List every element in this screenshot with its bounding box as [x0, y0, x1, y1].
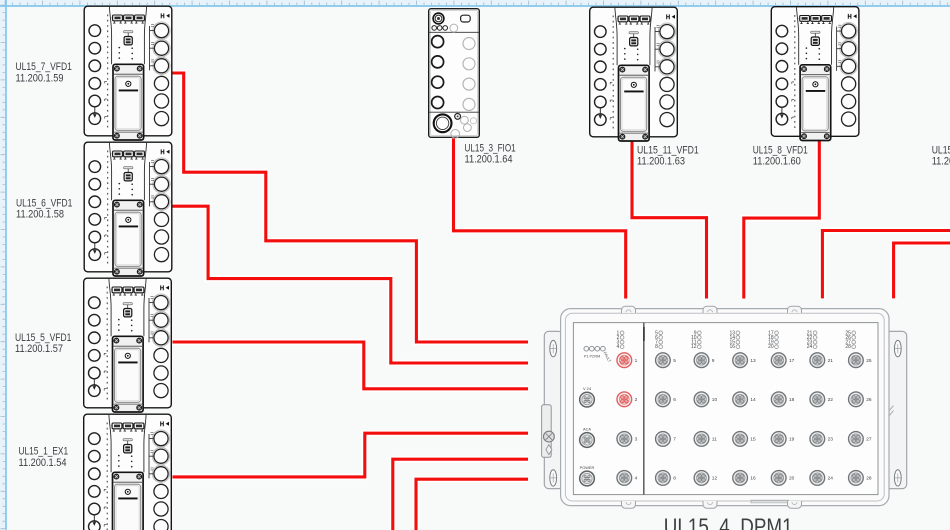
- svg-text:24: 24: [828, 476, 834, 482]
- svg-text:1: 1: [635, 358, 638, 364]
- svg-text:UL15_10_VFD1: UL15_10_VFD1: [932, 144, 950, 156]
- svg-text:3: 3: [617, 340, 620, 346]
- svg-text:16: 16: [750, 476, 756, 482]
- svg-text:17: 17: [768, 330, 774, 336]
- svg-text:25: 25: [845, 330, 851, 336]
- svg-text:11.200.1.58: 11.200.1.58: [16, 209, 64, 221]
- svg-text:25: 25: [866, 358, 872, 364]
- svg-text:11: 11: [712, 437, 717, 443]
- svg-text:FAULT: FAULT: [603, 351, 612, 363]
- svg-text:27: 27: [845, 340, 851, 346]
- svg-text:26: 26: [866, 397, 872, 403]
- svg-text:2: 2: [617, 335, 620, 341]
- svg-text:26: 26: [845, 335, 851, 341]
- svg-text:18: 18: [789, 397, 795, 403]
- svg-text:23: 23: [807, 340, 813, 346]
- svg-text:UL15_4_DPM1: UL15_4_DPM1: [664, 514, 793, 530]
- svg-text:UL15_5_VFD1: UL15_5_VFD1: [15, 332, 71, 344]
- svg-text:4: 4: [635, 476, 638, 482]
- svg-text:11.200.1.57: 11.200.1.57: [15, 343, 63, 355]
- svg-text:15: 15: [750, 437, 756, 443]
- svg-text:13: 13: [750, 358, 756, 364]
- svg-text:27: 27: [866, 437, 872, 443]
- svg-text:22: 22: [828, 397, 834, 403]
- svg-text:UL15_11_VFD1: UL15_11_VFD1: [637, 144, 699, 156]
- svg-text:11.200.1.54: 11.200.1.54: [19, 457, 67, 469]
- svg-text:11.200.1.63: 11.200.1.63: [637, 156, 685, 168]
- svg-text:UL15_7_VFD1: UL15_7_VFD1: [16, 61, 72, 73]
- svg-text:12: 12: [712, 476, 718, 482]
- svg-text:9: 9: [712, 358, 715, 364]
- svg-text:28: 28: [866, 476, 872, 482]
- svg-text:UL15_6_VFD1: UL15_6_VFD1: [16, 197, 72, 209]
- svg-text:14: 14: [730, 335, 736, 341]
- svg-text:20: 20: [768, 344, 774, 350]
- svg-text:11.200.1.64: 11.200.1.64: [465, 154, 513, 166]
- svg-text:3: 3: [635, 437, 638, 443]
- svg-text:14: 14: [750, 397, 756, 403]
- svg-text:23: 23: [828, 437, 834, 443]
- svg-text:8: 8: [673, 476, 676, 482]
- svg-text:5: 5: [655, 330, 658, 336]
- svg-text:6: 6: [673, 397, 676, 403]
- svg-text:21: 21: [807, 330, 813, 336]
- svg-text:V 24: V 24: [583, 386, 592, 391]
- svg-text:5: 5: [673, 358, 676, 364]
- svg-text:21: 21: [828, 358, 834, 364]
- svg-text:6: 6: [655, 335, 658, 341]
- svg-text:19: 19: [768, 340, 774, 346]
- svg-text:UL15_3_FIO1: UL15_3_FIO1: [465, 142, 516, 154]
- svg-text:UL15_8_VFD1: UL15_8_VFD1: [753, 144, 808, 156]
- svg-text:UL15_1_EX1: UL15_1_EX1: [19, 446, 69, 458]
- svg-text:RM: RM: [594, 354, 600, 358]
- svg-text:2: 2: [635, 397, 638, 403]
- svg-text:22: 22: [807, 335, 813, 341]
- svg-text:10: 10: [691, 335, 697, 341]
- svg-text:17: 17: [789, 358, 795, 364]
- svg-text:9: 9: [694, 330, 697, 336]
- svg-text:13: 13: [730, 330, 736, 336]
- svg-text:18: 18: [768, 335, 774, 341]
- svg-text:7: 7: [655, 340, 658, 346]
- svg-text:8: 8: [655, 344, 658, 350]
- svg-text:19: 19: [789, 437, 795, 443]
- svg-text:ACA: ACA: [583, 427, 591, 432]
- svg-text:4: 4: [617, 344, 620, 350]
- svg-text:15: 15: [730, 340, 736, 346]
- svg-text:16: 16: [730, 344, 736, 350]
- svg-text:11: 11: [691, 340, 696, 346]
- svg-text:11.200.1.61: 11.200.1.61: [932, 156, 950, 168]
- svg-text:20: 20: [789, 476, 795, 482]
- svg-text:10: 10: [712, 397, 718, 403]
- svg-text:24: 24: [807, 344, 813, 350]
- svg-text:P1: P1: [584, 354, 589, 358]
- svg-text:28: 28: [845, 344, 851, 350]
- svg-text:1: 1: [617, 330, 620, 336]
- svg-text:P2: P2: [590, 354, 595, 358]
- svg-text:7: 7: [673, 437, 676, 443]
- svg-text:11.200.1.60: 11.200.1.60: [753, 156, 801, 168]
- svg-text:11.200.1.59: 11.200.1.59: [16, 73, 64, 85]
- svg-text:12: 12: [691, 344, 697, 350]
- svg-text:POWER: POWER: [580, 465, 595, 470]
